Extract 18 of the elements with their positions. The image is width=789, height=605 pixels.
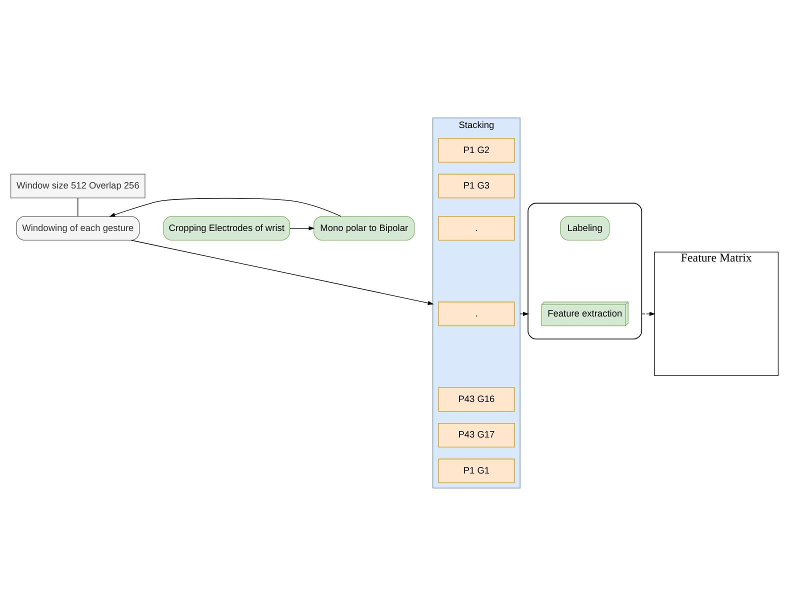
cluster	[528, 202, 642, 339]
arrow	[109, 197, 342, 216]
node-box: .	[438, 301, 515, 326]
node-box: P43 G17	[438, 422, 515, 447]
arrow	[290, 226, 315, 230]
node-box: Windowing of each gesture	[16, 216, 140, 240]
node-box: Cropping Electrodes of wrist	[163, 216, 290, 240]
arrow	[130, 239, 434, 305]
node-box: Window size 512 Overlap 256	[10, 173, 146, 198]
node-box: P43 G16	[438, 386, 515, 412]
arrow	[641, 311, 656, 316]
node-box: P1 G1	[438, 458, 515, 483]
node-box: Mono polar to Bipolar	[314, 216, 415, 240]
node-box: .	[438, 216, 515, 240]
node-box: Feature Matrix	[654, 251, 779, 376]
node-box: Labeling	[560, 216, 610, 240]
node-box: P1 G3	[438, 173, 515, 198]
node-box: P1 G2	[438, 138, 515, 162]
